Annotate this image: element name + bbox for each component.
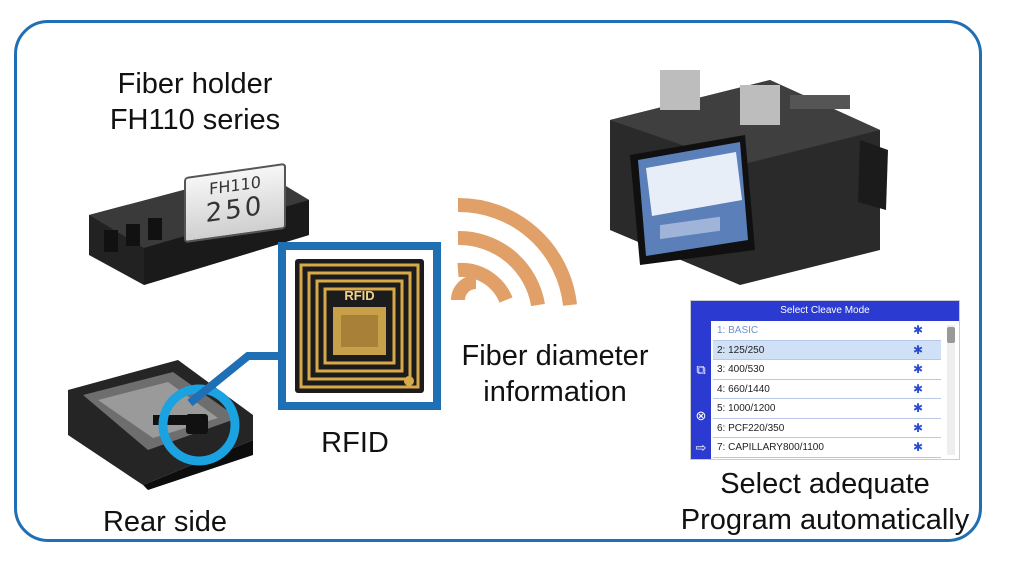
gear-icon[interactable]: ✱ (912, 401, 923, 415)
auto-select-label: Select adequate Program automatically (660, 466, 990, 538)
exit-icon[interactable]: ⇨ (695, 440, 707, 455)
rfid-chip: RFID (295, 259, 424, 393)
scroll-thumb[interactable] (947, 327, 955, 343)
panel-body: ⧉ ⊗ ⇨ 1: BASIC✱ 2: 125/250✱ 3: 400/530✱ … (691, 321, 959, 459)
mode-list: 1: BASIC✱ 2: 125/250✱ 3: 400/530✱ 4: 660… (713, 321, 941, 458)
gear-icon[interactable]: ✱ (912, 381, 923, 396)
auto-select-line2: Program automatically (680, 504, 970, 536)
gear-icon[interactable]: ✱ (912, 362, 923, 376)
connector-line (187, 352, 285, 407)
holder-title-line2: FH110 series (109, 104, 281, 136)
delete-icon[interactable]: ⊗ (695, 408, 707, 423)
fiber-holder-image: FH110 250 (84, 160, 314, 290)
rfid-box: RFID (278, 242, 441, 410)
rfid-ring-highlight (158, 384, 240, 466)
copy-icon[interactable]: ⧉ (696, 362, 706, 377)
fiber-info-line2: information (483, 376, 627, 408)
gear-icon[interactable]: ✱ (912, 323, 923, 337)
gear-icon[interactable]: ✱ (912, 342, 923, 357)
holder-title-line1: Fiber holder (117, 68, 273, 100)
mode-item[interactable]: 5: 1000/1200✱ (713, 399, 941, 419)
mode-item[interactable]: 4: 660/1440✱ (713, 380, 941, 399)
rear-side-label: Rear side (102, 506, 228, 538)
wireless-signal-icon (451, 197, 577, 307)
panel-title: Select Cleave Mode (691, 301, 959, 321)
panel-scrollbar[interactable] (947, 325, 955, 455)
mode-item[interactable]: 7: CAPILLARY800/1100✱ (713, 438, 941, 458)
gear-icon[interactable]: ✱ (912, 440, 923, 454)
mode-item[interactable]: 6: PCF220/350✱ (713, 419, 941, 438)
holder-title: Fiber holder FH110 series (70, 66, 320, 138)
cleaver-device-image (610, 70, 888, 285)
gear-icon[interactable]: ✱ (912, 420, 923, 435)
rfid-chip-text: RFID (344, 288, 375, 303)
rfid-label: RFID (321, 427, 389, 459)
cleave-mode-panel: Select Cleave Mode ⧉ ⊗ ⇨ 1: BASIC✱ 2: 12… (690, 300, 960, 460)
mode-item[interactable]: 2: 125/250✱ (713, 340, 941, 360)
mode-item[interactable]: 3: 400/530✱ (713, 360, 941, 380)
panel-sidebar: ⧉ ⊗ ⇨ (691, 321, 711, 459)
frame-border (14, 20, 982, 542)
auto-select-line1: Select adequate (720, 468, 930, 500)
fiber-info-label: Fiber diameter information (430, 338, 680, 410)
fiber-info-line1: Fiber diameter (461, 340, 649, 372)
mode-item[interactable]: 1: BASIC✱ (713, 321, 941, 341)
